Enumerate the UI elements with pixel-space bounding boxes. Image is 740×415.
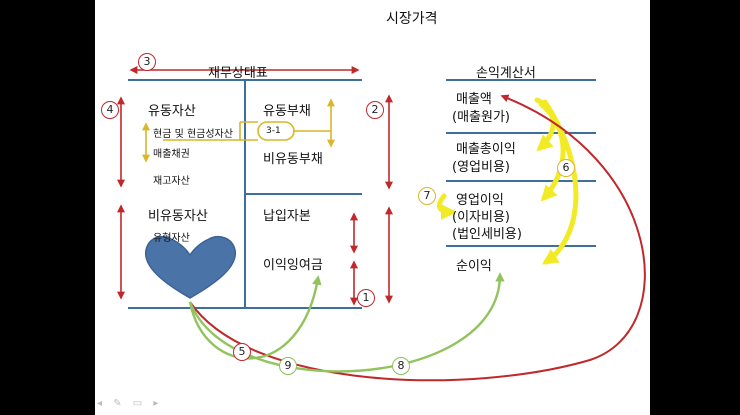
net-income-label: 순이익 [456,259,492,274]
page-title: 시장가격 [386,11,438,27]
cogs-label: (매출원가) [452,110,510,125]
sub-label-3-1: 3-1 [266,126,281,136]
red-dimension-arrows [117,66,393,306]
badge-8: 8 [392,357,410,375]
gross-profit-label: 매출총이익 [456,142,516,157]
red-arrow-sales [189,94,646,382]
receivables-label: 매출채권 [153,149,190,160]
green-arrows [188,272,505,373]
badge-7: 7 [418,187,436,205]
sales-label: 매출액 [456,92,492,107]
paid-in-capital-label: 납입자본 [263,209,311,224]
badge-9: 9 [279,357,297,375]
green-arrow-8 [188,272,505,373]
badge-4: 4 [101,101,119,119]
income-statement-frame [446,79,596,247]
income-statement-title: 손익계산서 [476,66,536,81]
noncurrent-liabilities-label: 비유동부채 [263,152,323,167]
yellow-arrow-7 [436,193,457,220]
inventory-label: 재고자산 [153,176,190,187]
retained-earnings-label: 이익잉여금 [263,258,323,273]
badge-2: 2 [366,101,384,119]
income-tax-label: (법인세비용) [452,227,522,242]
badge-3: 3 [138,53,156,71]
cash-label: 현금 및 현금성자산 [153,129,233,140]
current-liabilities-label: 유동부채 [263,104,311,119]
balance-sheet-frame [128,79,362,309]
badge-5: 5 [233,343,251,361]
operating-expense-label: (영업비용) [452,160,510,175]
tangible-assets-heart [145,236,236,299]
noncurrent-assets-label: 비유동자산 [148,209,208,224]
badge-1: 1 [357,289,375,307]
interest-expense-label: (이자비용) [452,210,510,225]
gold-arrows [142,98,335,163]
balance-sheet-title: 재무상태표 [208,66,268,81]
slideshow-toolbar-icon[interactable]: ◂ ✎ ▭ ▸ [97,398,163,409]
green-arrow-9 [188,275,322,360]
operating-income-label: 영업이익 [456,193,504,208]
sub-label-box [257,121,295,141]
tangible-assets-label: 유형자산 [153,233,190,244]
badge-6: 6 [557,159,575,177]
current-assets-label: 유동자산 [148,104,196,119]
